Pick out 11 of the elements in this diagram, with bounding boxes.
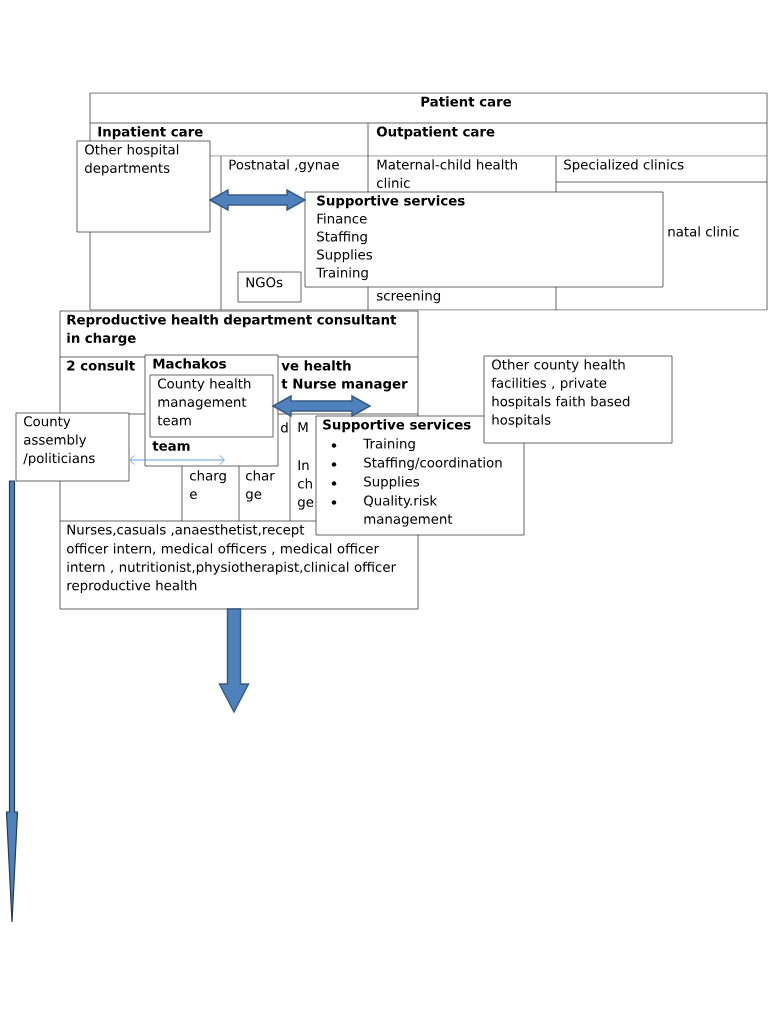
node-label: Supplies [364, 476, 420, 490]
double-arrow [129, 454, 225, 466]
text-box: Supportive services Finance Staffing Supplies Training [304, 191, 664, 288]
text-box: Other hospital departments [76, 140, 211, 233]
block-arrow [218, 608, 250, 714]
text-box: County assembly /politicians [15, 412, 130, 482]
text-box: NGOs [237, 271, 302, 303]
block-arrow [5, 480, 19, 923]
text-box: County health management team [149, 374, 274, 438]
text-box: Other county health facilities , private hospitals faith based hospitals [483, 355, 673, 444]
node-label: Training [363, 438, 415, 452]
